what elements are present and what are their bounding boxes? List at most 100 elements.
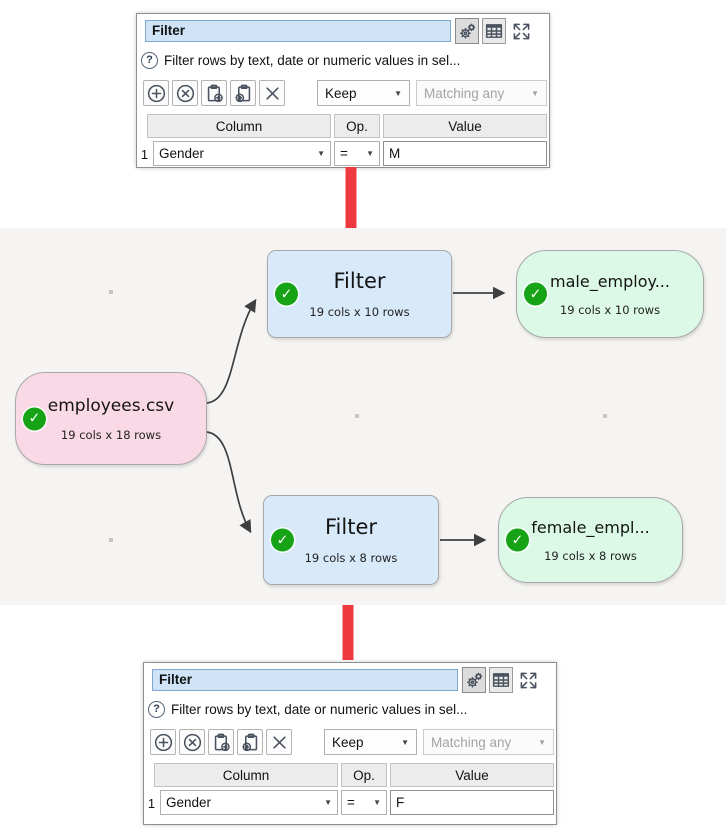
x-circle-icon <box>183 733 201 751</box>
node-filter-male[interactable]: ✓ Filter 19 cols x 10 rows <box>267 250 452 338</box>
chevron-down-icon: ▼ <box>324 798 332 807</box>
column-select-value: Gender <box>159 146 205 161</box>
chevron-down-icon: ▼ <box>531 88 539 98</box>
keep-remove-select[interactable]: Keep ▼ <box>324 729 417 755</box>
help-text: Filter rows by text, date or numeric val… <box>164 52 461 68</box>
matching-select: Matching any ▼ <box>416 80 547 106</box>
settings-button[interactable] <box>455 18 479 44</box>
row-number: 1 <box>147 795 156 811</box>
gear-icon <box>460 23 476 39</box>
filter-panel-bottom: Filter <box>143 662 557 825</box>
x-circle-icon <box>176 84 194 102</box>
success-check-icon: ✓ <box>271 528 294 552</box>
graph-edges <box>109 286 607 547</box>
op-select-value: = <box>347 795 355 810</box>
value-input[interactable] <box>383 141 547 166</box>
edge-source-to-filter-top <box>206 298 257 404</box>
node-dimensions: 19 cols x 10 rows <box>309 305 410 319</box>
clipboard-copy-icon <box>214 733 230 751</box>
paste-criteria-button[interactable] <box>237 729 263 755</box>
node-female-employees-output[interactable]: ✓ female_empl... 19 cols x 8 rows <box>498 497 683 583</box>
table-icon <box>492 673 510 687</box>
add-criteria-button[interactable] <box>143 80 169 106</box>
success-check-icon: ✓ <box>275 282 298 306</box>
expand-button[interactable] <box>516 667 540 693</box>
success-check-icon: ✓ <box>506 528 529 552</box>
table-icon <box>485 24 503 38</box>
clear-criteria-button[interactable] <box>259 80 285 106</box>
chevron-down-icon: ▼ <box>394 88 402 98</box>
keep-remove-value: Keep <box>332 734 364 750</box>
node-male-employees-output[interactable]: ✓ male_employ... 19 cols x 10 rows <box>516 250 704 338</box>
value-input[interactable] <box>390 790 554 815</box>
op-header: Op. <box>341 763 387 787</box>
chevron-down-icon: ▼ <box>373 798 381 807</box>
grid-dots <box>109 290 607 542</box>
transform-canvas[interactable]: ✓ employees.csv 19 cols x 18 rows ✓ Filt… <box>0 228 726 605</box>
chevron-down-icon: ▼ <box>366 149 374 158</box>
node-dimensions: 19 cols x 8 rows <box>304 551 398 565</box>
clipboard-paste-icon <box>234 84 250 102</box>
help-text: Filter rows by text, date or numeric val… <box>171 701 468 717</box>
success-check-icon: ✓ <box>23 407 46 430</box>
expand-button[interactable] <box>509 18 533 44</box>
clipboard-copy-icon <box>207 84 223 102</box>
chevron-down-icon: ▼ <box>538 737 546 747</box>
help-row: ? Filter rows by text, date or numeric v… <box>148 700 467 718</box>
x-icon <box>272 735 286 749</box>
copy-criteria-button[interactable] <box>208 729 234 755</box>
copy-criteria-button[interactable] <box>201 80 227 106</box>
chevron-down-icon: ▼ <box>317 149 325 158</box>
plus-circle-icon <box>147 84 165 102</box>
op-header: Op. <box>334 114 380 138</box>
help-icon[interactable]: ? <box>148 700 165 718</box>
node-title: Filter <box>333 269 386 293</box>
expand-icon <box>520 672 536 688</box>
matching-select: Matching any ▼ <box>423 729 554 755</box>
node-dimensions: 19 cols x 18 rows <box>60 427 162 442</box>
help-icon[interactable]: ? <box>141 51 158 69</box>
transform-title-input[interactable]: Filter <box>152 669 458 691</box>
op-select[interactable]: = ▼ <box>334 141 380 166</box>
paste-criteria-button[interactable] <box>230 80 256 106</box>
filter-panel-top: Filter <box>136 13 550 168</box>
success-check-icon: ✓ <box>524 282 547 306</box>
column-select[interactable]: Gender ▼ <box>160 790 338 815</box>
x-icon <box>265 86 279 100</box>
chevron-down-icon: ▼ <box>401 737 409 747</box>
expand-icon <box>513 23 529 39</box>
column-select-value: Gender <box>166 795 212 810</box>
clear-criteria-button[interactable] <box>266 729 292 755</box>
node-dimensions: 19 cols x 8 rows <box>544 548 637 563</box>
settings-button[interactable] <box>462 667 486 693</box>
node-title: Filter <box>324 515 377 539</box>
plus-circle-icon <box>154 733 172 751</box>
node-dimensions: 19 cols x 10 rows <box>559 302 661 317</box>
show-table-button[interactable] <box>482 18 506 44</box>
remove-criteria-button[interactable] <box>172 80 198 106</box>
column-header: Column <box>154 763 338 787</box>
value-header: Value <box>390 763 554 787</box>
remove-criteria-button[interactable] <box>179 729 205 755</box>
node-filter-female[interactable]: ✓ Filter 19 cols x 8 rows <box>263 495 439 585</box>
keep-remove-value: Keep <box>325 85 357 101</box>
clipboard-paste-icon <box>241 733 257 751</box>
matching-value: Matching any <box>424 85 505 101</box>
show-table-button[interactable] <box>489 667 513 693</box>
column-select[interactable]: Gender ▼ <box>153 141 331 166</box>
node-title: employees.csv <box>47 395 175 416</box>
op-select[interactable]: = ▼ <box>341 790 387 815</box>
transform-title-input[interactable]: Filter <box>145 20 451 42</box>
edge-source-to-filter-bottom <box>206 431 252 534</box>
node-title: male_employ... <box>550 271 670 291</box>
gear-icon <box>467 672 483 688</box>
column-header: Column <box>147 114 331 138</box>
add-criteria-button[interactable] <box>150 729 176 755</box>
node-employees-csv[interactable]: ✓ employees.csv 19 cols x 18 rows <box>15 372 207 465</box>
keep-remove-select[interactable]: Keep ▼ <box>317 80 410 106</box>
op-select-value: = <box>340 146 348 161</box>
row-number: 1 <box>140 146 149 162</box>
help-row: ? Filter rows by text, date or numeric v… <box>141 51 460 69</box>
node-title: female_empl... <box>531 517 650 537</box>
